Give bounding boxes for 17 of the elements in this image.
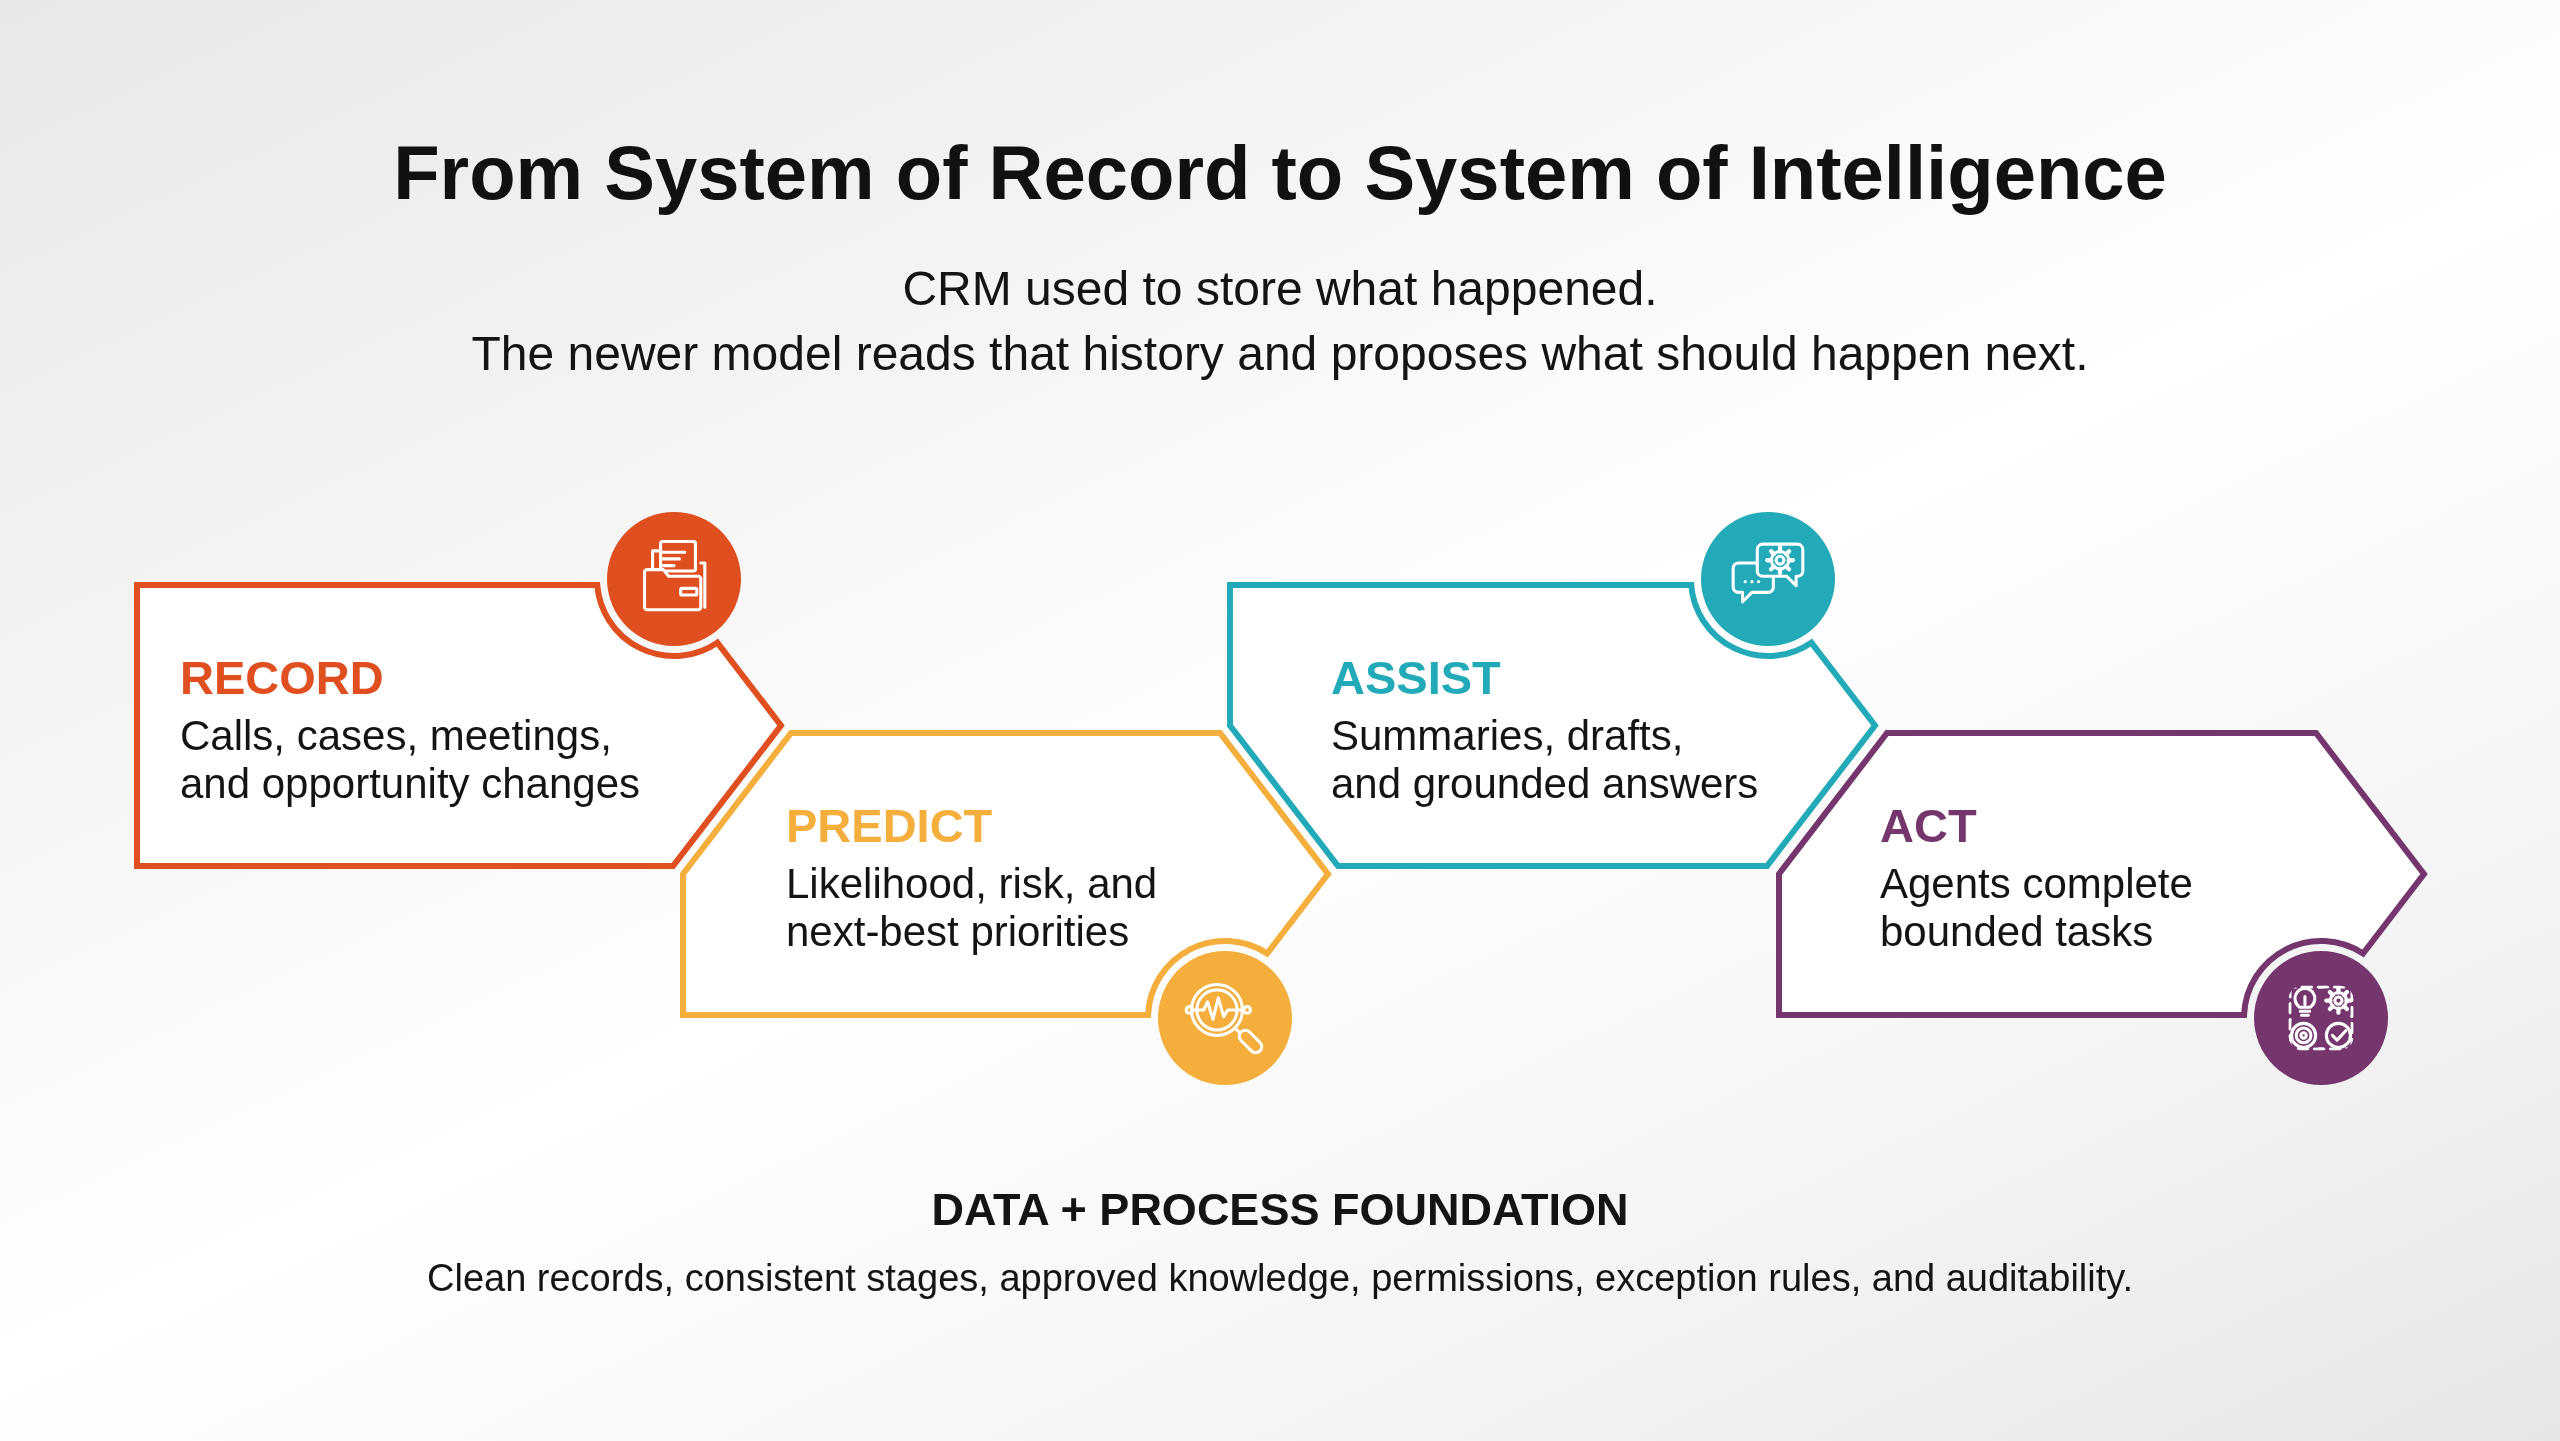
- step-description: Summaries, drafts, and grounded answers: [1331, 712, 1760, 808]
- step-heading: ACT: [1880, 802, 1977, 849]
- title: From System of Record to System of Intelligence: [393, 129, 2167, 217]
- section-heading: DATA + PROCESS FOUNDATION: [931, 1184, 1629, 1236]
- step-description: Calls, cases, meetings, and opportunity changes: [180, 712, 641, 808]
- step-description: Agents complete bounded tasks: [1880, 860, 2194, 956]
- subtitle: CRM used to store what happened.: [902, 261, 1658, 317]
- subtitle: The newer model reads that history and proposes what should happen next.: [471, 326, 2089, 382]
- chevron-step: [680, 730, 1331, 1018]
- step-heading: PREDICT: [786, 802, 993, 849]
- description-text: Clean records, consistent stages, approved knowledge, permissions, exception rules, and auditability.: [427, 1257, 2133, 1301]
- step-heading: ASSIST: [1331, 654, 1501, 701]
- step-description: Likelihood, risk, and next-best priorities: [786, 860, 1159, 956]
- chevron-step: [1776, 730, 2427, 1018]
- chevron-step: [134, 582, 784, 869]
- chevron-step: [1227, 582, 1878, 869]
- step-heading: RECORD: [180, 654, 384, 701]
